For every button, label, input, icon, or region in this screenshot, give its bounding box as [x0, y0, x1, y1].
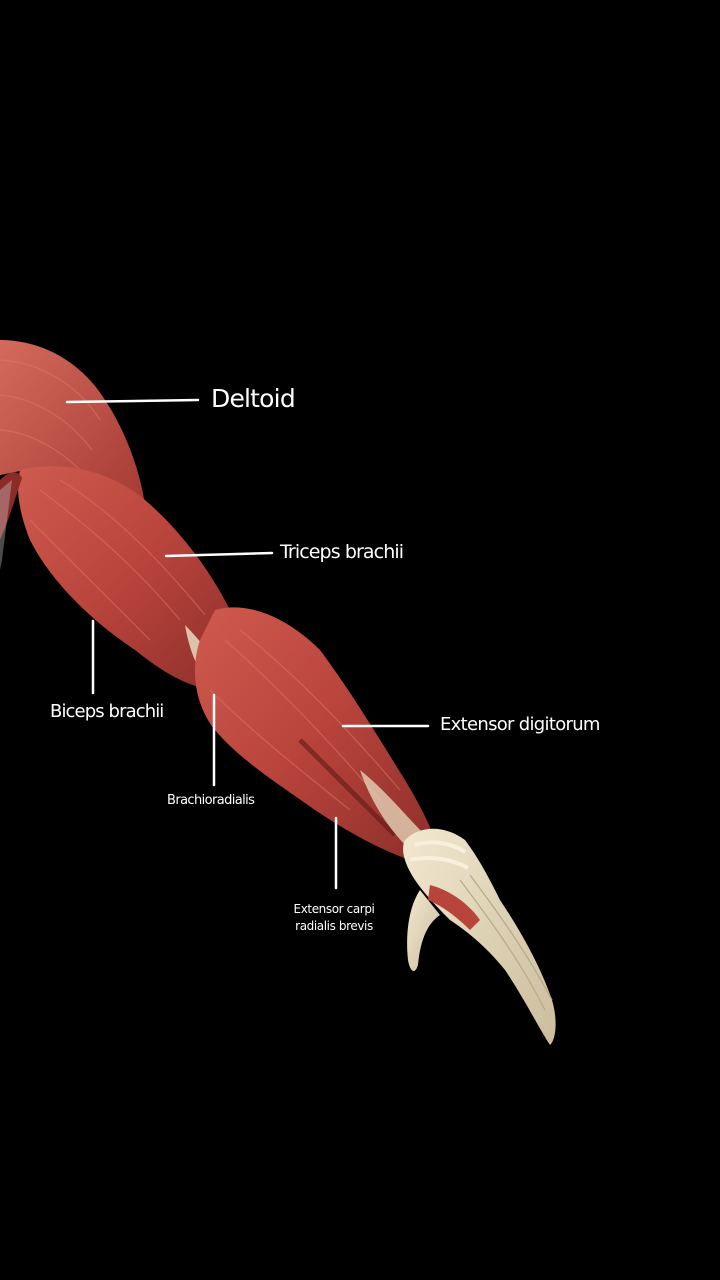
triceps-leader-line — [164, 551, 274, 558]
leader-lines — [65, 398, 430, 890]
label-extensor-carpi-radialis-brevis: Extensor carpi radialis brevis — [272, 901, 396, 936]
label-deltoid: Deltoid — [211, 384, 296, 413]
label-biceps-brachii: Biceps brachii — [50, 701, 164, 722]
label-extensor-digitorum: Extensor digitorum — [440, 714, 600, 735]
label-brachioradialis: Brachioradialis — [167, 793, 255, 808]
forearm-muscles — [195, 607, 435, 860]
deltoid-leader-line — [65, 398, 200, 404]
hand-tendons — [403, 828, 556, 1045]
label-triceps-brachii: Triceps brachii — [280, 541, 404, 563]
label-ecrb-line-1: Extensor carpi — [293, 902, 375, 916]
deltoid-muscle — [0, 340, 145, 505]
label-ecrb-line-2: radialis brevis — [295, 919, 373, 934]
